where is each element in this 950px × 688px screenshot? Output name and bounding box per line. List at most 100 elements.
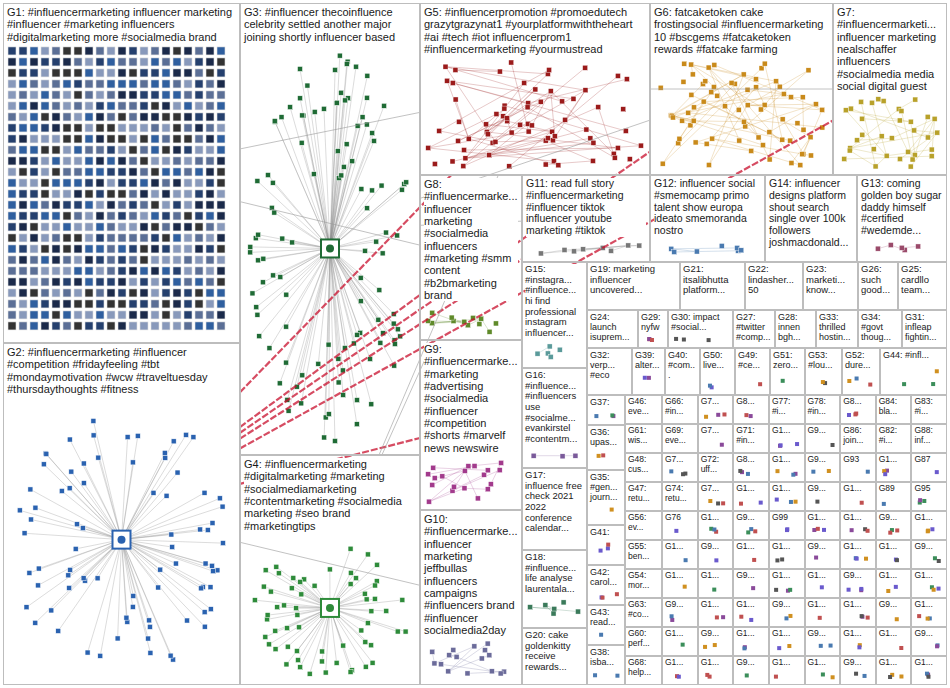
- group-box: G76: [662, 511, 698, 540]
- vertex-icon: [681, 79, 686, 84]
- vertex-icon: [899, 109, 904, 114]
- vertex-icon: [868, 383, 872, 387]
- group-label: G1...: [879, 455, 909, 465]
- group-box: G69: eve...: [662, 424, 698, 453]
- group-label: G37:: [590, 397, 622, 407]
- vertex-icon: [600, 595, 604, 599]
- spoke-line: [93, 421, 121, 540]
- vertex-icon: [447, 653, 452, 658]
- vertex-icon: [8, 157, 16, 165]
- group-box: G61: wis...: [625, 424, 662, 453]
- vertex-icon: [129, 212, 137, 220]
- vertex-icon: [348, 570, 353, 575]
- group-label: G1...: [736, 542, 766, 552]
- group-label: G21: itsalibhutta platform...: [683, 264, 742, 296]
- group-network: [745, 673, 749, 677]
- vertex-icon: [52, 278, 60, 286]
- group-label: G1...: [772, 455, 802, 465]
- group-box: G2: #influencermarketing #influencer #co…: [3, 343, 240, 685]
- vertex-icon: [33, 620, 38, 625]
- group-link: [240, 542, 420, 585]
- group-network: [720, 443, 724, 447]
- vertex-icon: [202, 624, 207, 629]
- vertex-icon: [552, 134, 557, 139]
- vertex-icon: [206, 223, 214, 231]
- vertex-icon: [69, 469, 74, 474]
- spoke-line: [330, 182, 406, 248]
- group-box: G39: alter...: [632, 348, 665, 395]
- vertex-icon: [692, 105, 697, 110]
- vertex-icon: [162, 322, 170, 330]
- vertex-icon: [738, 469, 742, 473]
- cluster-line: [458, 102, 541, 141]
- vertex-icon: [719, 243, 724, 248]
- group-label: G7...: [701, 397, 731, 407]
- vertex-icon: [118, 157, 126, 165]
- vertex-icon: [781, 379, 785, 383]
- vertex-icon: [175, 470, 180, 475]
- vertex-icon: [19, 201, 27, 209]
- group-network: [775, 498, 798, 504]
- vertex-icon: [118, 300, 126, 308]
- group-network: [430, 641, 507, 676]
- vertex-icon: [30, 322, 38, 330]
- vertex-icon: [689, 62, 694, 67]
- vertex-icon: [173, 322, 181, 330]
- vertex-icon: [96, 245, 104, 253]
- vertex-icon: [922, 499, 926, 503]
- vertex-icon: [453, 67, 458, 72]
- vertex-icon: [374, 239, 379, 244]
- vertex-icon: [322, 435, 327, 440]
- vertex-icon: [63, 267, 71, 275]
- vertex-icon: [801, 127, 806, 132]
- vertex-icon: [96, 91, 104, 99]
- vertex-icon: [493, 321, 498, 326]
- vertex-icon: [573, 453, 578, 458]
- vertex-icon: [151, 47, 159, 55]
- vertex-icon: [682, 61, 687, 66]
- group-box: G72: uff...: [698, 453, 734, 482]
- vertex-icon: [684, 558, 688, 562]
- group-box: G41:: [587, 525, 625, 565]
- group-network: [850, 527, 870, 533]
- vertex-icon: [96, 289, 104, 297]
- vertex-icon: [129, 289, 137, 297]
- vertex-icon: [827, 469, 831, 473]
- vertex-icon: [463, 156, 468, 161]
- group-network: [935, 643, 939, 648]
- group-network: [774, 675, 778, 679]
- group-network: [705, 673, 711, 679]
- group-box: G89: [876, 482, 912, 511]
- vertex-icon: [637, 243, 642, 248]
- vertex-icon: [550, 129, 555, 134]
- vertex-icon: [820, 585, 824, 589]
- vertex-icon: [811, 470, 815, 474]
- vertex-icon: [63, 300, 71, 308]
- vertex-icon: [195, 289, 203, 297]
- vertex-icon: [621, 107, 626, 112]
- group-label: G82: #i...: [879, 426, 909, 445]
- vertex-icon: [41, 256, 49, 264]
- group-network: [599, 543, 611, 553]
- cluster-line: [857, 138, 892, 140]
- group-box: G13: coming golden boy sugar daddy himse…: [857, 175, 947, 262]
- vertex-icon: [96, 212, 104, 220]
- vertex-icon: [472, 644, 477, 649]
- vertex-icon: [777, 84, 782, 89]
- vertex-icon: [746, 530, 750, 534]
- spoke-line: [118, 540, 122, 639]
- cluster-line: [850, 109, 899, 148]
- vertex-icon: [195, 179, 203, 187]
- vertex-icon: [19, 245, 27, 253]
- vertex-icon: [932, 588, 936, 592]
- vertex-icon: [96, 146, 104, 154]
- vertex-icon: [140, 80, 148, 88]
- vertex-icon: [74, 146, 82, 154]
- vertex-icon: [708, 499, 712, 503]
- cluster-line: [712, 139, 800, 166]
- vertex-icon: [151, 322, 159, 330]
- vertex-icon: [432, 476, 437, 481]
- vertex-icon: [140, 245, 148, 253]
- vertex-icon: [118, 58, 126, 66]
- cluster-line: [850, 133, 937, 149]
